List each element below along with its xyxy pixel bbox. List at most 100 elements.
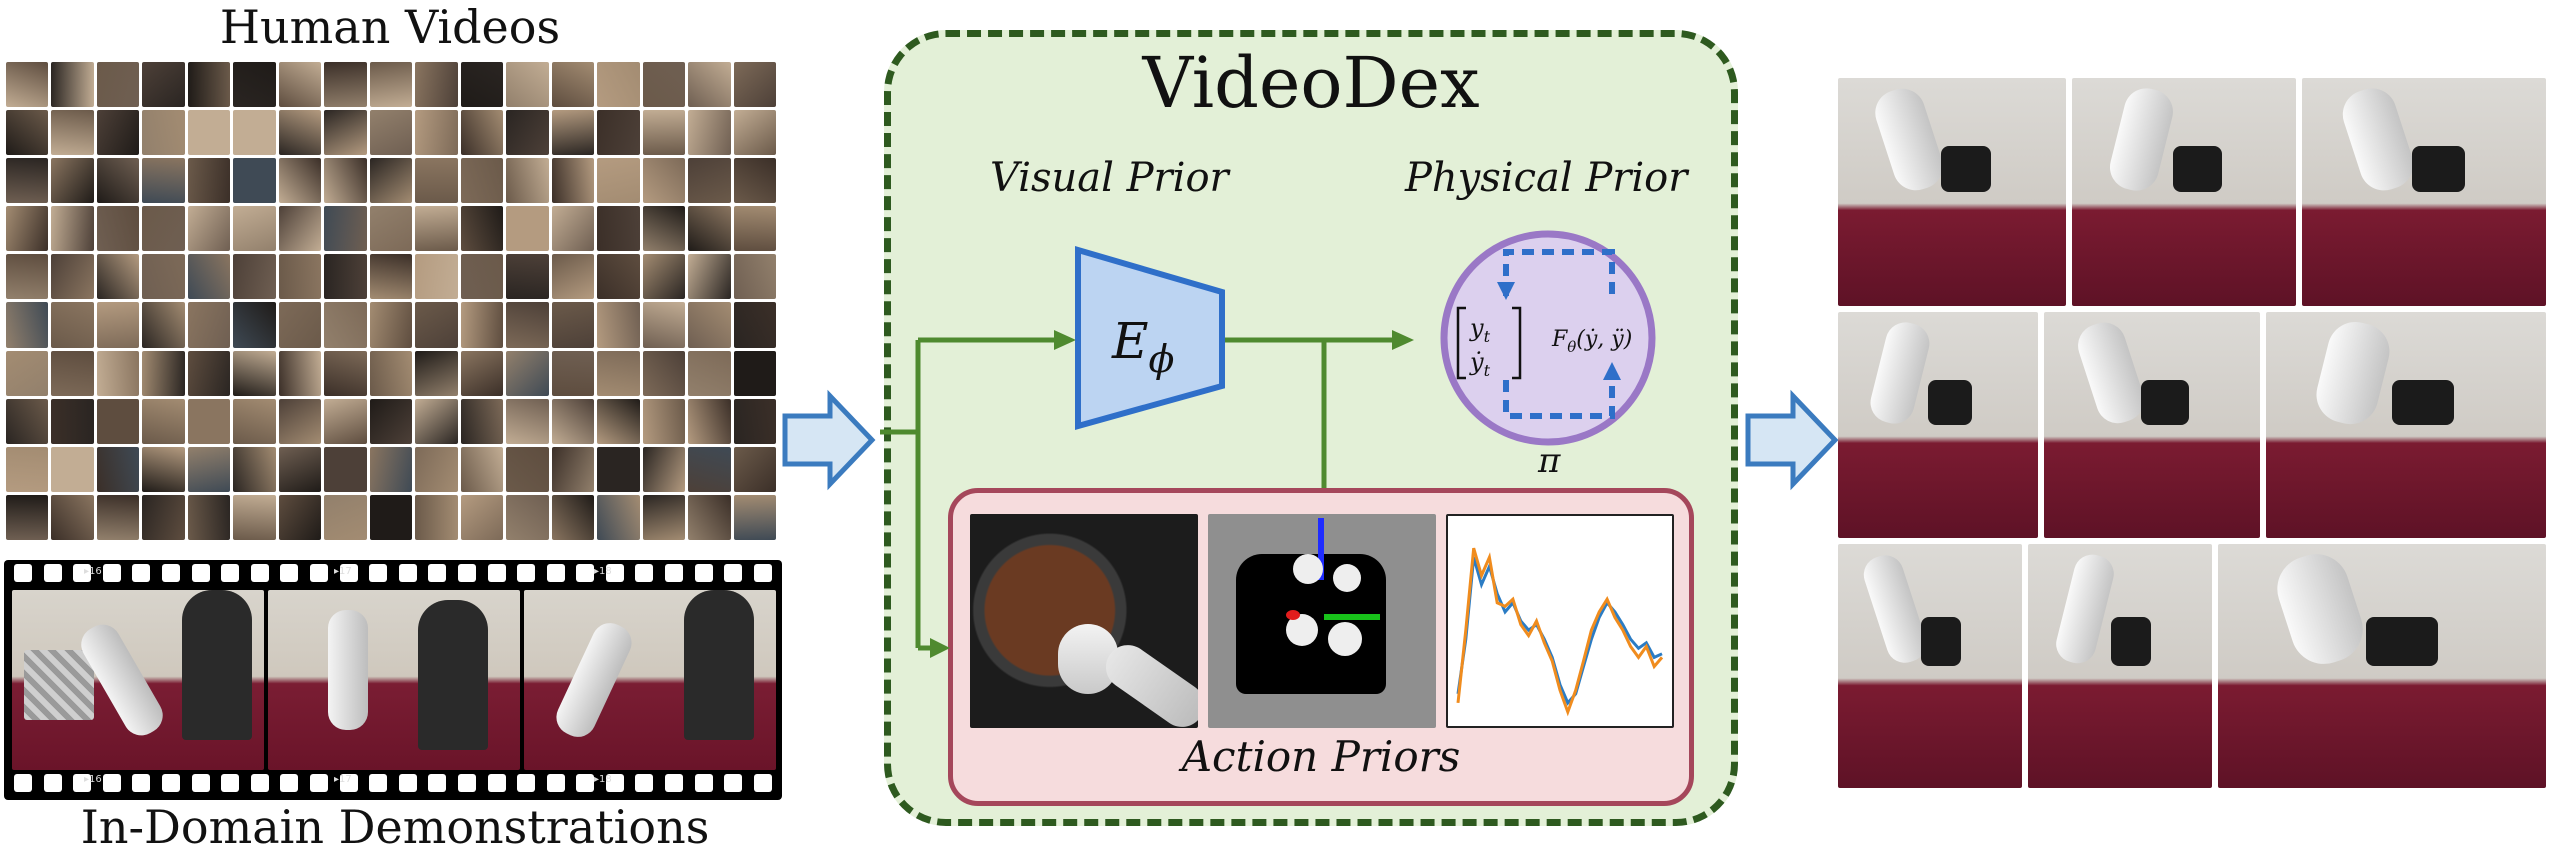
- sprocket-hole: [635, 774, 654, 792]
- video-thumbnail: [187, 350, 231, 396]
- visual-prior-label: Visual Prior: [990, 155, 1229, 201]
- robot-task-image-3: [2302, 78, 2546, 306]
- video-thumbnail: [233, 62, 276, 108]
- sprocket-hole: [517, 564, 536, 582]
- video-thumbnail: [324, 494, 367, 540]
- video-thumbnail: [642, 110, 686, 156]
- video-thumbnail: [688, 446, 731, 492]
- in-domain-filmstrip: ▸16 ▸17 ▸18 ▸16 ▸17 ▸18: [4, 560, 782, 800]
- video-thumbnail: [369, 446, 413, 492]
- demo-frame-2: [268, 590, 520, 770]
- trajectory-chart-svg: [1456, 547, 1664, 717]
- video-thumbnail: [460, 158, 504, 204]
- video-thumbnail: [278, 302, 322, 348]
- encoder-symbol: Eϕ: [1111, 312, 1175, 381]
- human-videos-title: Human Videos: [219, 0, 561, 54]
- video-thumbnail: [415, 302, 458, 348]
- video-thumbnail: [187, 302, 231, 348]
- film-frame-number: ▸17: [334, 566, 352, 577]
- video-thumbnail: [551, 398, 595, 444]
- video-thumbnail: [688, 62, 731, 108]
- video-thumbnail: [233, 446, 276, 492]
- video-thumbnail: [642, 302, 686, 348]
- video-thumbnail: [6, 494, 49, 540]
- video-thumbnail: [369, 350, 413, 396]
- video-thumbnail: [688, 110, 731, 156]
- video-thumbnail: [142, 302, 185, 348]
- video-thumbnail: [142, 350, 185, 396]
- video-thumbnail: [233, 398, 276, 444]
- video-thumbnail: [324, 254, 367, 300]
- video-thumbnail: [6, 158, 49, 204]
- video-thumbnail: [415, 206, 458, 252]
- video-thumbnail: [51, 494, 94, 540]
- robot-results-grid: [1838, 78, 2546, 788]
- video-thumbnail: [460, 206, 504, 252]
- video-thumbnail: [324, 206, 367, 252]
- video-thumbnail: [460, 350, 504, 396]
- sprocket-hole: [161, 774, 180, 792]
- video-thumbnail: [506, 398, 549, 444]
- video-thumbnail: [187, 398, 231, 444]
- video-thumbnail: [187, 254, 231, 300]
- video-thumbnail: [506, 350, 549, 396]
- sprocket-hole: [753, 564, 772, 582]
- video-thumbnail: [551, 494, 595, 540]
- video-thumbnail: [688, 158, 731, 204]
- video-thumbnail: [551, 158, 595, 204]
- sprocket-hole: [517, 774, 536, 792]
- sprocket-hole: [605, 774, 624, 792]
- video-thumbnail: [51, 62, 94, 108]
- video-thumbnail: [460, 494, 504, 540]
- video-thumbnail: [506, 62, 549, 108]
- video-thumbnail: [642, 254, 686, 300]
- video-thumbnail: [51, 206, 94, 252]
- video-thumbnail: [506, 446, 549, 492]
- video-thumbnail: [369, 206, 413, 252]
- film-frame-number: ▸17: [334, 774, 352, 785]
- sprocket-hole: [191, 564, 210, 582]
- video-thumbnail: [733, 302, 776, 348]
- video-thumbnail: [6, 254, 49, 300]
- video-thumbnail: [733, 350, 776, 396]
- video-thumbnail: [233, 350, 276, 396]
- video-thumbnail: [688, 302, 731, 348]
- sprocket-hole: [161, 564, 180, 582]
- video-thumbnail: [733, 446, 776, 492]
- film-sprockets-bottom: [14, 774, 772, 796]
- video-thumbnail: [142, 254, 185, 300]
- video-thumbnail: [415, 494, 458, 540]
- sprocket-hole: [73, 774, 92, 792]
- video-thumbnail: [6, 398, 49, 444]
- sprocket-hole: [753, 774, 772, 792]
- video-thumbnail: [642, 350, 686, 396]
- film-frame-number: ▸18: [594, 774, 612, 785]
- sprocket-hole: [309, 774, 328, 792]
- video-thumbnail: [142, 62, 185, 108]
- video-thumbnail: [460, 110, 504, 156]
- video-thumbnail: [96, 158, 140, 204]
- video-thumbnail: [51, 158, 94, 204]
- sprocket-hole: [546, 774, 565, 792]
- policy-label: π: [1537, 441, 1561, 481]
- sprocket-hole: [250, 564, 269, 582]
- sprocket-hole: [132, 564, 151, 582]
- video-thumbnail: [733, 206, 776, 252]
- video-thumbnail: [415, 350, 458, 396]
- sprocket-hole: [694, 564, 713, 582]
- video-thumbnail: [460, 62, 504, 108]
- sprocket-hole: [576, 774, 595, 792]
- video-thumbnail: [369, 254, 413, 300]
- video-thumbnail: [96, 302, 140, 348]
- video-thumbnail: [51, 110, 94, 156]
- video-thumbnail: [96, 110, 140, 156]
- video-thumbnail: [369, 302, 413, 348]
- video-thumbnail: [642, 446, 686, 492]
- video-thumbnail: [506, 110, 549, 156]
- sprocket-hole: [665, 774, 684, 792]
- sprocket-hole: [14, 774, 32, 792]
- video-thumbnail: [96, 446, 140, 492]
- video-thumbnail: [324, 446, 367, 492]
- sprocket-hole: [576, 564, 595, 582]
- output-arrow: [1745, 389, 1839, 491]
